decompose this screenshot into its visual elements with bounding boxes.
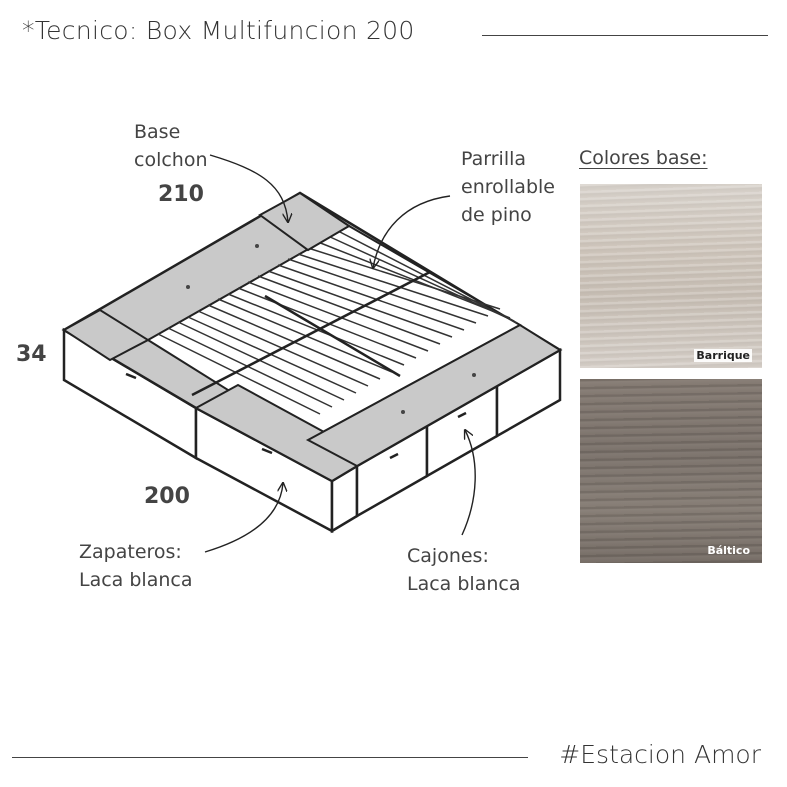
label-base-colchon-line-2: colchon [134,149,208,171]
drawer-handles [125,372,467,460]
label-parrilla-line-3: de pino [461,204,532,226]
cajones-arrow [461,430,476,536]
label-cajones-line-1: Cajones: [407,545,489,567]
dimension-width: 200 [144,484,190,509]
swatch-barrique[interactable]: Barrique [580,184,762,368]
left-panel [62,308,151,362]
title-divider [482,35,768,36]
label-cajones: Cajones: Laca blanca [407,542,520,598]
head-panel [258,191,351,252]
label-base-colchon: Base colchon [134,118,208,174]
label-cajones-line-2: Laca blanca [407,573,521,595]
label-parrilla-line-1: Parrilla [461,148,527,170]
swatch-baltico-label: Báltico [707,544,750,557]
zapateros-arrow [204,483,283,553]
label-parrilla: Parrilla enrollable de pino [461,145,555,229]
label-parrilla-line-2: enrollable [461,176,555,198]
slat-frame-dividers [191,270,431,397]
colors-heading: Colores base: [579,147,708,169]
swatch-baltico[interactable]: Báltico [580,379,762,563]
page-title: *Tecnico: Box Multifuncion 200 [22,16,415,45]
dimension-length: 210 [158,182,204,207]
label-zapateros: Zapateros: Laca blanca [79,538,192,594]
label-zapateros-line-1: Zapateros: [79,541,182,563]
dimension-height: 34 [16,342,47,367]
base-colchon-arrow [209,154,288,222]
brand-footer: #Estacion Amor [559,740,761,769]
swatch-barrique-label: Barrique [694,349,752,362]
label-zapateros-line-2: Laca blanca [79,569,193,591]
footer-divider [12,757,528,758]
screw-dots [186,244,476,414]
parrilla-arrow [373,195,451,268]
label-base-colchon-line-1: Base [134,121,181,143]
right-panel [305,323,562,468]
